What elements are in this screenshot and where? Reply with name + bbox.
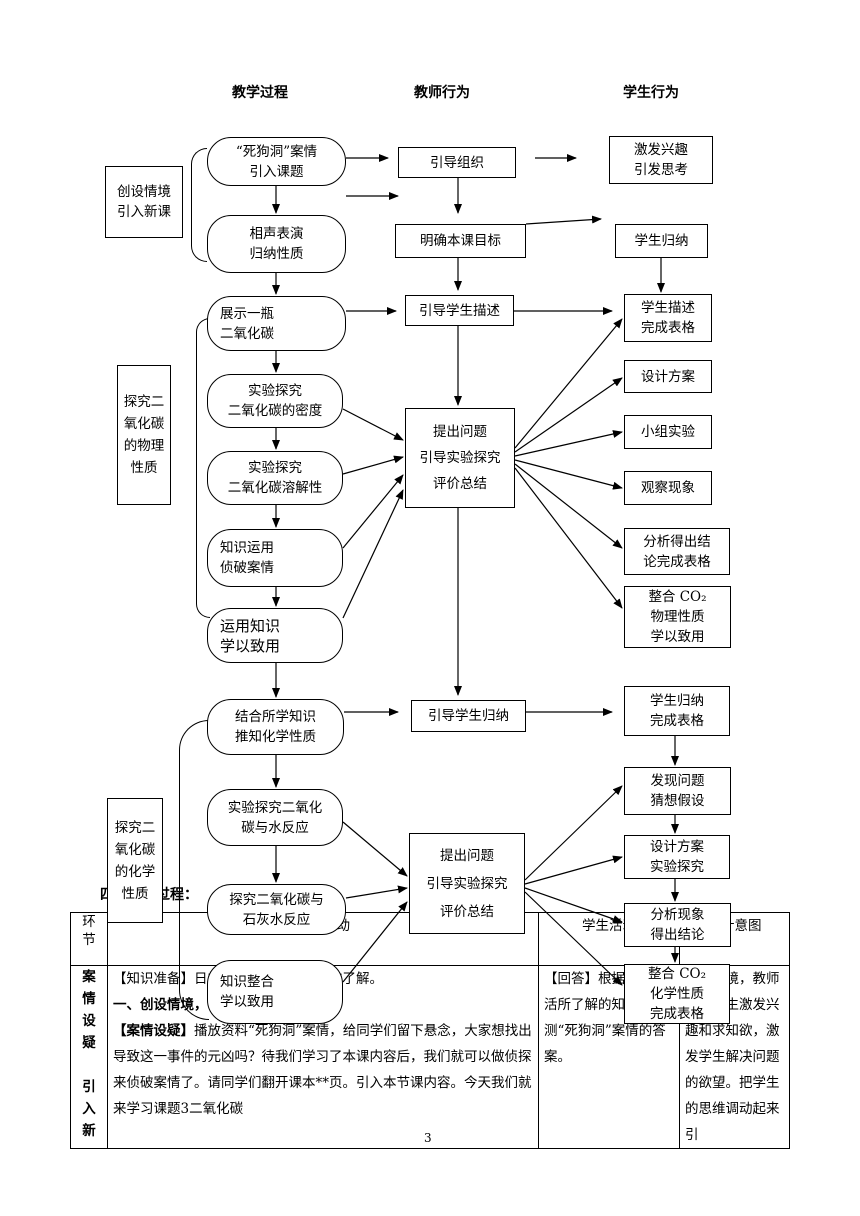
process-crosstalk: 相声表演 归纳性质 bbox=[207, 215, 346, 273]
teacher-inquiry-chemical: 提出问题 引导实验探究 评价总结 bbox=[409, 833, 525, 934]
teacher-organize: 引导组织 bbox=[398, 147, 516, 178]
process-limewater-experiment: 探究二氧化碳与 石灰水反应 bbox=[207, 884, 346, 935]
arrow bbox=[514, 459, 623, 490]
group-brace bbox=[191, 148, 207, 262]
header-teaching-process: 教学过程 bbox=[232, 85, 288, 101]
header-student-behavior: 学生行为 bbox=[623, 85, 679, 101]
bracket-label: 【案情设疑】 bbox=[113, 1023, 194, 1039]
student-integrate-chemical: 整合 CO₂ 化学性质 完成表格 bbox=[624, 964, 730, 1024]
arrow bbox=[342, 821, 408, 877]
student-observe: 观察现象 bbox=[624, 471, 712, 505]
group-physical-properties: 探究二 氧化碳 的物理 性质 bbox=[117, 365, 171, 505]
group-brace bbox=[179, 720, 209, 1020]
process-integrate: 知识整合 学以致用 bbox=[207, 960, 343, 1024]
arrow bbox=[514, 467, 623, 609]
student-induce: 学生归纳 bbox=[615, 224, 708, 258]
student-describe-fill: 学生描述 完成表格 bbox=[624, 294, 712, 342]
student-design-experiment: 设计方案 实验探究 bbox=[624, 835, 730, 879]
process-density-experiment: 实验探究 二氧化碳的密度 bbox=[207, 374, 343, 428]
arrow bbox=[514, 430, 623, 457]
process-infer-chemical: 结合所学知识 推知化学性质 bbox=[207, 699, 344, 755]
arrow bbox=[342, 901, 408, 983]
teacher-inquiry-physical: 提出问题 引导实验探究 评价总结 bbox=[405, 408, 515, 508]
student-interest: 激发兴趣 引发思考 bbox=[609, 136, 713, 184]
student-analyze-conclude: 分析得出结 论完成表格 bbox=[624, 528, 730, 575]
arrow bbox=[514, 318, 623, 449]
student-integrate-physical: 整合 CO₂ 物理性质 学以致用 bbox=[624, 586, 731, 648]
arrow bbox=[524, 887, 623, 923]
header-teacher-behavior: 教师行为 bbox=[414, 85, 470, 101]
student-hypothesis: 发现问题 猜想假设 bbox=[624, 767, 731, 815]
arrow bbox=[342, 408, 404, 441]
arrow bbox=[525, 215, 602, 225]
process-apply-case: 知识运用 侦破案情 bbox=[207, 529, 343, 587]
teacher-goals: 明确本课目标 bbox=[395, 224, 526, 258]
group-chemical-properties: 探究二 氧化碳 的化学 性质 bbox=[107, 798, 163, 923]
arrow bbox=[345, 885, 408, 899]
arrow bbox=[342, 474, 404, 549]
arrow bbox=[342, 489, 404, 619]
bracket-label: 【知识准备】 bbox=[113, 971, 194, 987]
process-apply-life: 运用知识 学以致用 bbox=[207, 608, 343, 663]
teacher-text: 播放资料“死狗洞”案情，给同学们留下悬念，大家想找出导致这一事件的元凶吗？待我们… bbox=[113, 1023, 532, 1117]
process-case-intro: “死狗洞”案情 引入课题 bbox=[207, 137, 346, 186]
student-analyze: 分析现象 得出结论 bbox=[624, 903, 731, 947]
arrow bbox=[514, 463, 623, 549]
arrow bbox=[524, 891, 623, 986]
arrow bbox=[524, 785, 623, 881]
student-group-experiment: 小组实验 bbox=[624, 415, 712, 449]
student-design-plan: 设计方案 bbox=[624, 360, 712, 393]
teacher-describe: 引导学生描述 bbox=[405, 295, 514, 326]
teacher-summarize: 引导学生归纳 bbox=[411, 700, 526, 732]
arrow bbox=[342, 455, 404, 475]
group-intro: 创设情境 引入新课 bbox=[105, 166, 183, 238]
arrow bbox=[514, 377, 623, 453]
process-solubility-experiment: 实验探究 二氧化碳溶解性 bbox=[207, 451, 343, 505]
student-induce-fill: 学生归纳 完成表格 bbox=[624, 686, 730, 736]
bracket-label: 【回答】 bbox=[544, 971, 598, 987]
stage-cell: 案 情 设 疑 引 入 新 bbox=[70, 965, 108, 1149]
arrow bbox=[524, 855, 623, 885]
page-number: 3 bbox=[424, 1131, 432, 1145]
process-show-bottle: 展示一瓶 二氧化碳 bbox=[207, 296, 346, 351]
process-water-experiment: 实验探究二氧化 碳与水反应 bbox=[207, 789, 343, 846]
